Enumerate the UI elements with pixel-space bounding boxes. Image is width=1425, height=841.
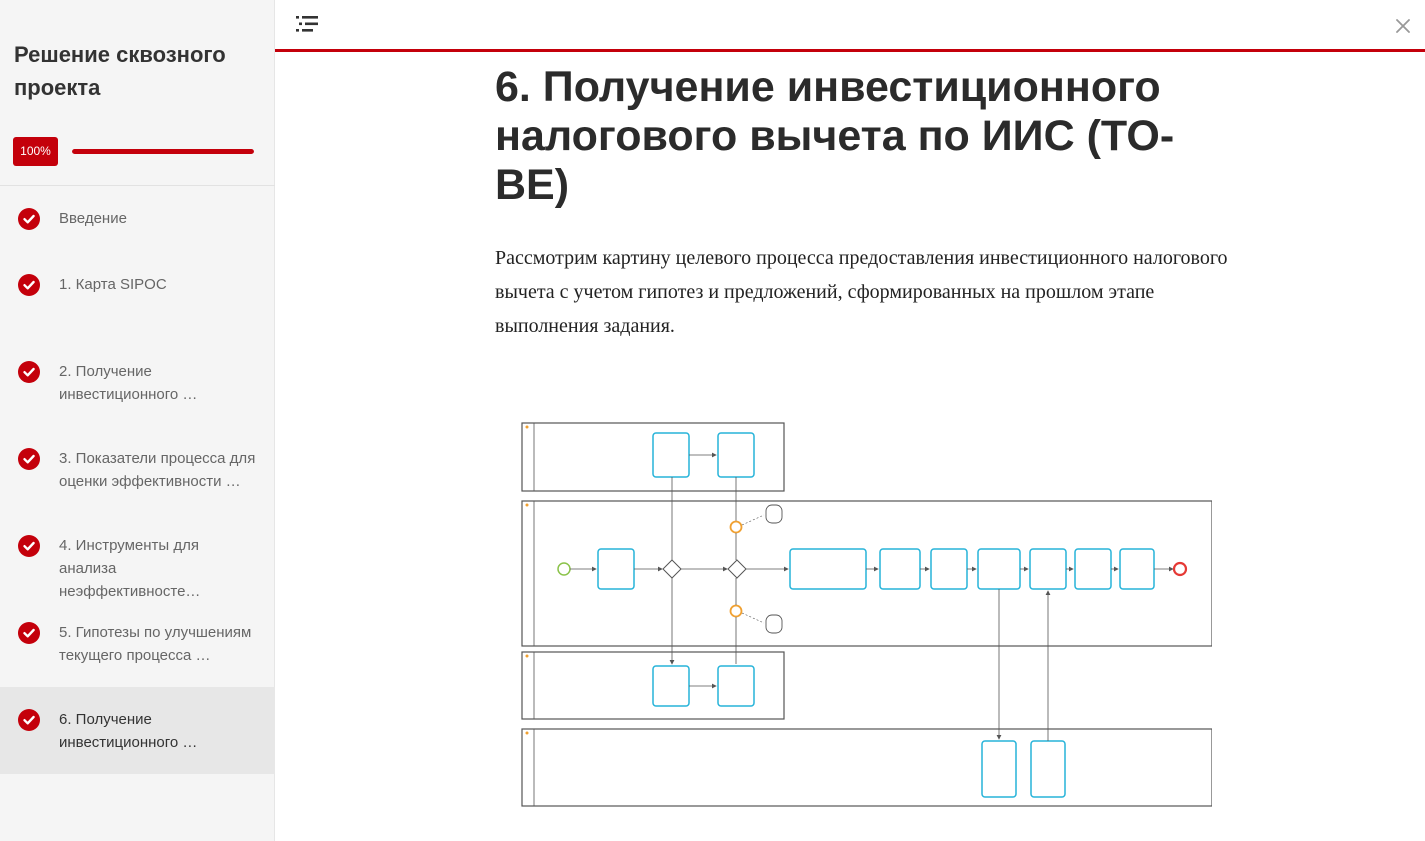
sidebar-divider xyxy=(0,185,275,186)
lesson-item-to-be[interactable]: 6. Получение инвестиционного … xyxy=(0,687,275,774)
lesson-item-as-is[interactable]: 2. Получение инвестиционного … xyxy=(0,339,275,426)
course-sidebar: Решение сквозного проекта 100% Введение … xyxy=(0,0,275,841)
bpmn-process-diagram xyxy=(520,421,1213,811)
bpmn-diagram-image xyxy=(521,422,1213,807)
lesson-item-tools[interactable]: 4. Инструменты для анализа неэффективнос… xyxy=(0,513,275,600)
completed-check-icon xyxy=(18,208,40,230)
list-menu-icon[interactable] xyxy=(295,14,321,34)
lesson-item-label: 2. Получение инвестиционного … xyxy=(59,363,198,403)
progress-bar-fill xyxy=(72,149,254,154)
lesson-item-label: 4. Инструменты для анализа неэффективнос… xyxy=(59,537,201,600)
lesson-item-sipoc[interactable]: 1. Карта SIPOC xyxy=(0,252,275,339)
completed-check-icon xyxy=(18,361,40,383)
lesson-item-label: 3. Показатели процесса для оценки эффект… xyxy=(59,450,256,490)
lesson-item-label: Введение xyxy=(59,210,127,227)
completed-check-icon xyxy=(18,622,40,644)
lesson-item-hypotheses[interactable]: 5. Гипотезы по улучшениям текущего проце… xyxy=(0,600,275,687)
progress-bar xyxy=(72,149,254,154)
completed-check-icon xyxy=(18,448,40,470)
lesson-paragraph: Рассмотрим картину целевого процесса пре… xyxy=(495,247,1228,337)
completed-check-icon xyxy=(18,274,40,296)
course-title: Решение сквозного проекта xyxy=(14,42,226,100)
lesson-item-intro[interactable]: Введение xyxy=(0,186,275,252)
lesson-title: 6. Получение инвестиционного налогового … xyxy=(495,63,1175,209)
lesson-toolbar xyxy=(275,0,1425,52)
lesson-item-label: 6. Получение инвестиционного … xyxy=(59,711,198,751)
close-icon[interactable] xyxy=(1391,14,1415,38)
lesson-list: Введение 1. Карта SIPOC 2. Получение инв… xyxy=(0,186,275,774)
completed-check-icon xyxy=(18,709,40,731)
lesson-item-label: 1. Карта SIPOC xyxy=(59,276,167,293)
completed-check-icon xyxy=(18,535,40,557)
lesson-item-metrics[interactable]: 3. Показатели процесса для оценки эффект… xyxy=(0,426,275,513)
lesson-item-label: 5. Гипотезы по улучшениям текущего проце… xyxy=(59,624,252,664)
progress-badge: 100% xyxy=(13,137,58,166)
lesson-content: 6. Получение инвестиционного налогового … xyxy=(275,55,1425,841)
